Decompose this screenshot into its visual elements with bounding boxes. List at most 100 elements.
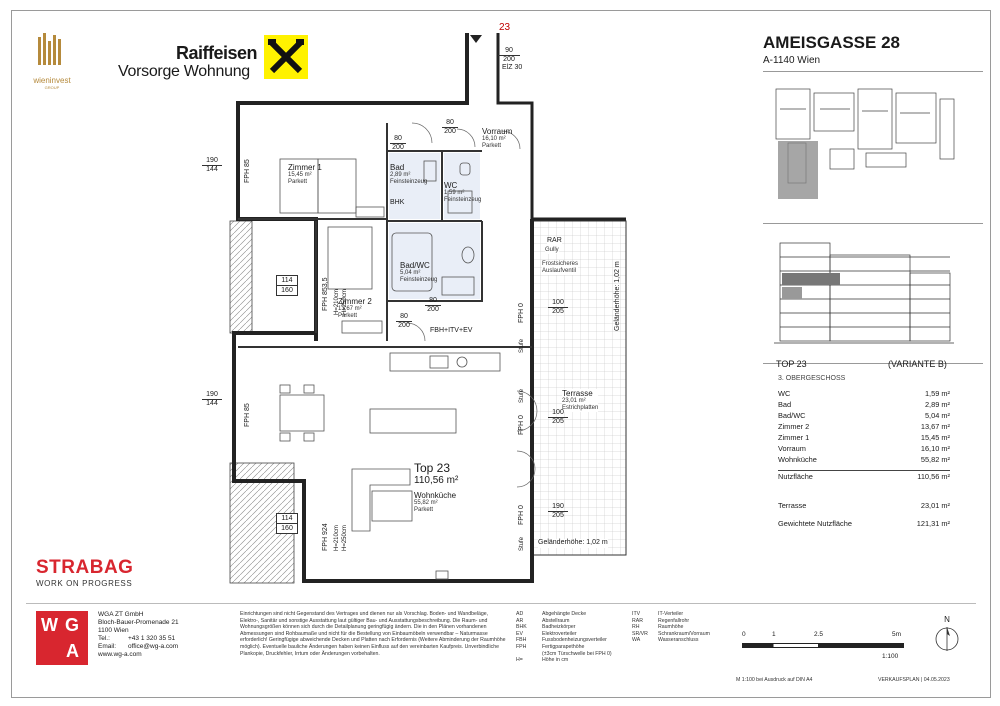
area-row-name: Bad — [778, 400, 792, 409]
label-elz: ElZ 30 — [502, 64, 523, 71]
area-nutzflaeche-value: 110,56 m² — [917, 472, 950, 481]
dim-door-badwc: 80 200 — [425, 297, 441, 314]
legend-code: AD — [516, 611, 524, 617]
dim-door-bad: 80 200 — [390, 135, 406, 152]
email-line: Email:office@wg-a.com — [98, 643, 179, 650]
company-block: WGA ZT GmbH Bloch-Bauer-Promenade 21 110… — [98, 611, 228, 659]
area-gewichtet-label: Gewichtete Nutzfläche — [778, 519, 852, 528]
area-floor: 3. OBERGESCHOSS — [778, 375, 846, 382]
area-row: Wohnküche 55,82 m² — [778, 454, 950, 465]
area-row-name: Zimmer 1 — [778, 433, 810, 442]
area-terrasse-value: 23,01 m² — [920, 501, 950, 510]
legend-text: Badheizkörper — [542, 624, 576, 631]
dim-terrace-door-3: 190 205 — [548, 503, 568, 520]
sidebar-divider-mid — [763, 223, 983, 224]
wieninvest-sub: GROUP — [44, 85, 60, 90]
label-h210-a: H=210cm — [334, 289, 340, 315]
label-fph85-b: FPH 85 — [244, 403, 251, 427]
label-gully: Gully — [545, 247, 559, 254]
legend-entry: RH Raumhöhe — [632, 624, 742, 631]
label-stufe-1: Stufe — [519, 338, 525, 353]
label-stufe-3: Stufe — [519, 536, 525, 551]
dim-door-zimmer2: 80 200 — [396, 313, 412, 330]
label-gelaender-bottom: Geländerhöhe: 1,02 m — [538, 539, 608, 548]
label-fph853: FPH 853,5 — [322, 277, 329, 311]
area-row-name: Bad/WC — [778, 411, 806, 420]
legend-text: Abstellraum — [542, 617, 570, 624]
legend-text: Elektroverteiler — [542, 630, 577, 637]
wieninvest-mark-icon — [38, 33, 61, 65]
legend-code: AR — [516, 617, 524, 624]
dim-door-vorraum: 80 200 — [442, 119, 458, 136]
room-zimmer1: Zimmer 1 15,45 m² Parkett — [288, 163, 322, 185]
area-gewichtet-value: 121,31 m² — [916, 519, 950, 528]
scale-bar: 0 1 2.5 5m 1:100 — [742, 631, 922, 671]
sidebar-divider-low — [763, 363, 983, 364]
legend-code: H= — [516, 657, 523, 664]
legend-entry: AR Abstellraum — [516, 618, 631, 625]
area-row-value: 5,04 m² — [924, 411, 950, 420]
label-fph85-a: FPH 85 — [244, 159, 251, 183]
legend-code: FPH — [516, 643, 527, 650]
room-terrasse: Terrasse 23,01 m² Estrichplatten — [562, 389, 599, 412]
legend-text: Schrankraum/Vorraum — [658, 630, 710, 637]
legend-entry: H= Höhe in cm — [516, 657, 631, 664]
area-row-value: 13,67 m² — [920, 422, 950, 431]
dim-terrace-door-2: 100 205 — [548, 409, 568, 426]
address-title: AMEISGASSE 28 — [763, 33, 900, 52]
print-note: M 1:100 bei Ausdruck auf DIN A4 — [736, 677, 813, 683]
section-thumbnail — [774, 242, 954, 344]
label-gelaender-right: Geländerhöhe: 1,02 m — [614, 261, 621, 331]
room-wohnkueche: Wohnküche 55,82 m² Parkett — [414, 491, 457, 513]
legend-text: Höhe in cm — [542, 657, 569, 664]
dim-window-3: 114 160 — [276, 275, 298, 296]
legend-code: RH — [632, 624, 640, 631]
raiffeisen-gable-icon — [264, 35, 308, 79]
sidebar-divider-top — [763, 71, 983, 72]
area-row-value: 55,82 m² — [920, 455, 950, 464]
label-fph924: FPH 924 — [322, 523, 329, 551]
area-row: Bad/WC 5,04 m² — [778, 410, 950, 421]
label-bhk: BHK — [390, 199, 405, 206]
legend-entry: AD Abgehängte Decke — [516, 611, 631, 618]
area-row: Zimmer 2 13,67 m² — [778, 421, 950, 432]
wieninvest-text: wieninvest — [33, 76, 71, 85]
area-sum-line — [778, 470, 950, 471]
area-top-title: TOP 23 — [776, 359, 807, 369]
tel-line: Tel.:+43 1 320 35 51 — [98, 635, 176, 642]
top-summary: Top 23 110,56 m² — [414, 461, 459, 486]
strabag-logo: STRABAG WORK ON PROGRESS — [36, 557, 134, 588]
legend-text: Regenfallrohr — [658, 617, 690, 624]
top-marker: 23 — [499, 22, 511, 33]
disclaimer: Einrichtungen sind nicht Gegenstand des … — [240, 611, 506, 657]
room-bad: Bad 2,89 m² Feinsteinzeug — [390, 163, 428, 185]
dim-door-entry: 90 200 — [498, 47, 520, 64]
wga-logo: W G A — [36, 611, 88, 665]
dim-window-1: 190 144 — [202, 157, 222, 174]
plan-date: VERKAUFSPLAN | 04.05.2023 — [878, 677, 950, 683]
address-sub: A-1140 Wien — [763, 55, 821, 66]
area-row-name: WC — [778, 389, 791, 398]
label-fph0-a: FPH 0 — [518, 303, 525, 323]
area-row-name: Wohnküche — [778, 455, 817, 464]
label-fph0-b: FPH 0 — [518, 415, 525, 435]
legend-code: EV — [516, 630, 523, 637]
legend-text: Raumhöhe — [658, 624, 684, 631]
area-row-value: 1,59 m² — [924, 389, 950, 398]
raiffeisen-logo: Raiffeisen Vorsorge Wohnung — [118, 35, 328, 89]
area-row-name: Zimmer 2 — [778, 422, 810, 431]
legend-text: Fussbodenheizungsverteiler — [542, 637, 607, 644]
legend-text: (±3cm Türschwelle bei FPH 0) — [542, 650, 612, 657]
legend-text: Abgehängte Decke — [542, 611, 587, 617]
dim-window-4: 114 160 — [276, 513, 298, 534]
